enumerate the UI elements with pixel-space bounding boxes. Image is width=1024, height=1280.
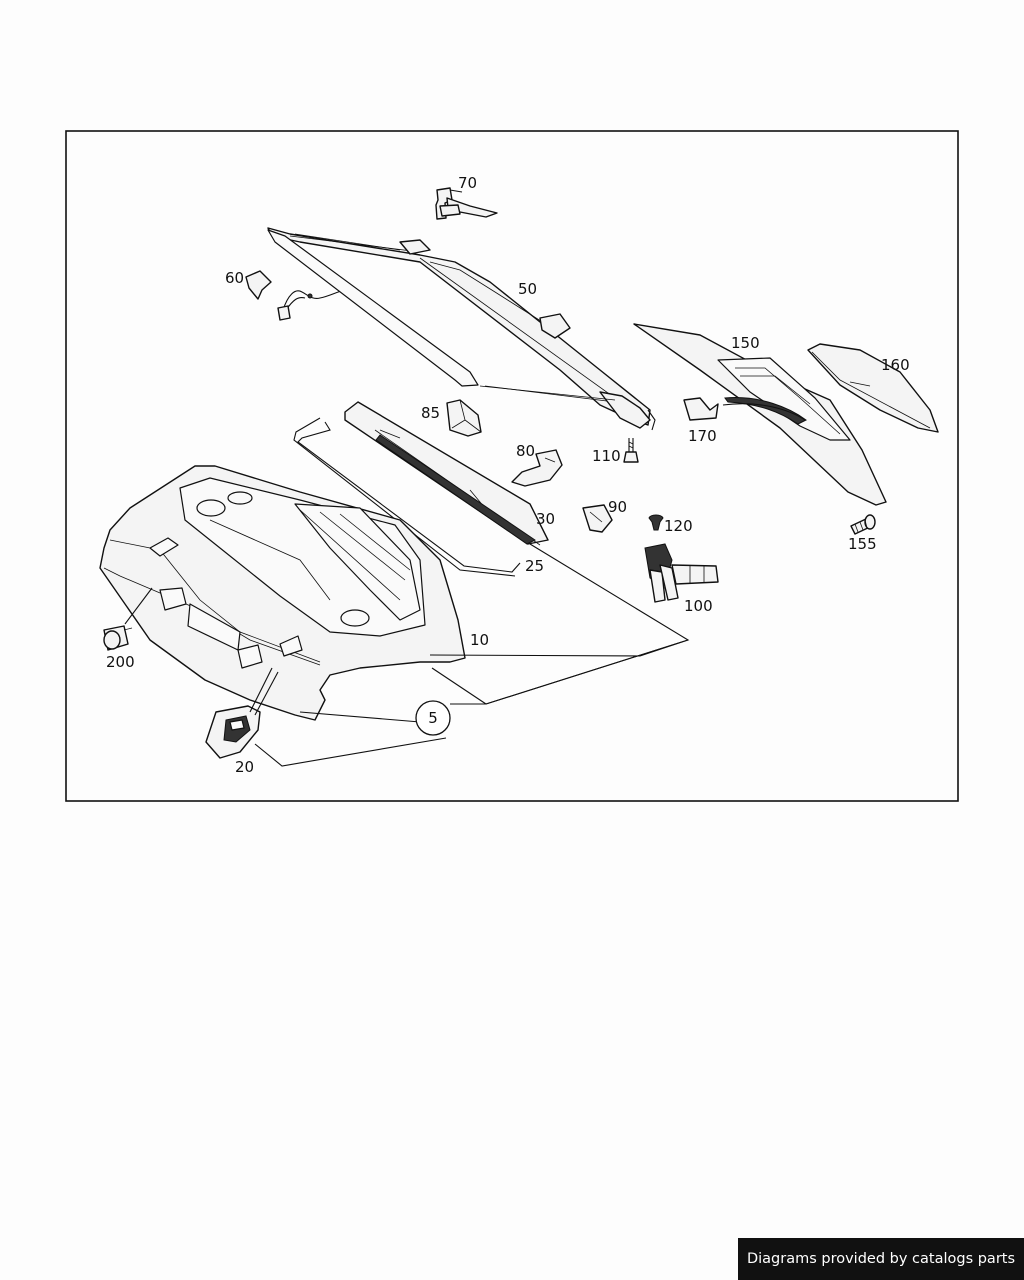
- callout-5-circle: [415, 700, 451, 736]
- callout-150: 150: [731, 334, 760, 352]
- diagram-frame: [65, 130, 959, 802]
- callout-70: 70: [458, 174, 477, 192]
- part-120-rivet: [648, 514, 664, 531]
- callout-30: 30: [536, 510, 555, 528]
- part-160-strip: [807, 343, 939, 433]
- callout-25: 25: [525, 557, 544, 575]
- part-150-cover: [633, 323, 887, 506]
- callout-50: 50: [518, 280, 537, 298]
- part-50-roller-blind: [267, 227, 656, 431]
- callout-170: 170: [688, 427, 717, 445]
- part-85-bracket: [446, 399, 482, 437]
- part-110-screw: [623, 438, 639, 463]
- callout-10: 10: [470, 631, 489, 649]
- callout-110: 110: [592, 447, 621, 465]
- callout-5: 5: [428, 709, 438, 727]
- callout-90: 90: [608, 498, 627, 516]
- part-155-screw: [850, 514, 876, 535]
- callout-85: 85: [421, 404, 440, 422]
- callout-155: 155: [848, 535, 877, 553]
- part-10-shelf: [99, 465, 466, 721]
- part-30-trim: [344, 401, 549, 546]
- part-60-cable: [245, 270, 346, 321]
- callout-120: 120: [664, 517, 693, 535]
- callout-160: 160: [881, 356, 910, 374]
- part-80-holder: [511, 449, 563, 487]
- part-170-bracket: [683, 397, 719, 421]
- callout-100: 100: [684, 597, 713, 615]
- callout-20: 20: [235, 758, 254, 776]
- callout-80: 80: [516, 442, 535, 460]
- part-100-motor: [644, 543, 719, 603]
- part-200-clip: [103, 625, 133, 651]
- credit-footer: Diagrams provided by catalogs parts: [738, 1238, 1024, 1280]
- leader-lines: [124, 189, 806, 767]
- part-90-bracket: [582, 504, 613, 533]
- part-70-clip: [435, 187, 498, 220]
- part-20-switch: [205, 705, 261, 759]
- callout-200: 200: [106, 653, 135, 671]
- callout-60: 60: [225, 269, 244, 287]
- part-25-seal: [293, 417, 521, 577]
